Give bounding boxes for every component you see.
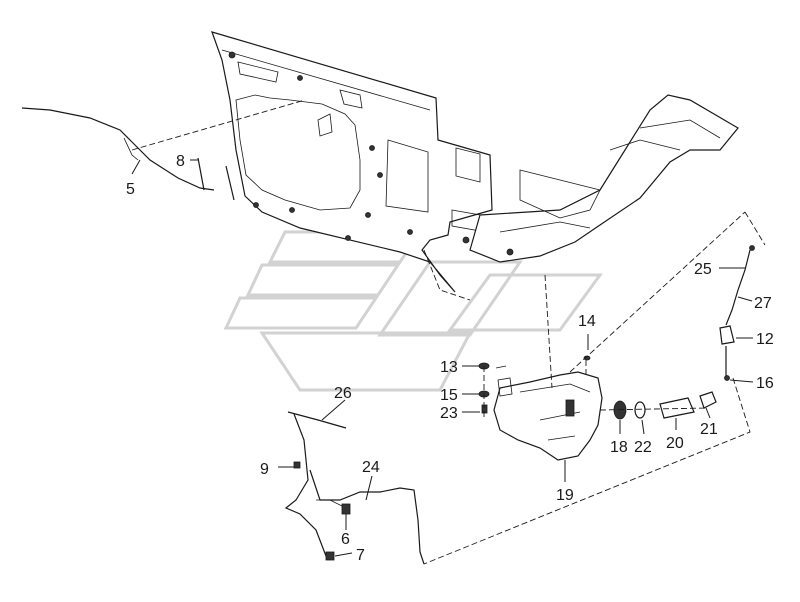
rod-8b: [225, 165, 235, 201]
callout-21: 21: [700, 421, 718, 438]
watermark-logo: [223, 230, 603, 392]
callout-24: 24: [362, 459, 380, 476]
floor-tunnel: [469, 94, 739, 263]
callout-19: 19: [556, 487, 574, 504]
connector-6: [341, 503, 351, 515]
callout-16: 16: [756, 375, 774, 392]
callout-25: 25: [694, 261, 712, 278]
washer-reservoir: [493, 371, 603, 461]
rod-8: [197, 157, 205, 191]
harness-5: [21, 107, 215, 191]
callouts: 5 8 25 27 12 16 14 13 15 23 26 18 22 20 …: [126, 153, 774, 564]
callout-12: 12: [756, 331, 774, 348]
callout-leaders: [131, 159, 754, 557]
callout-26: 26: [334, 385, 352, 402]
callout-27: 27: [754, 295, 772, 312]
pump-parts: [613, 391, 717, 420]
harness-24-branch: [316, 499, 347, 509]
callout-7: 7: [356, 547, 365, 564]
hose-27: [725, 249, 751, 326]
harness-24-main: [309, 469, 425, 565]
callout-9: 9: [260, 461, 269, 478]
callout-14: 14: [578, 313, 596, 330]
check-valve-12: [719, 325, 735, 345]
harness-5-branch: [123, 137, 139, 161]
callout-8: 8: [176, 153, 185, 170]
connector-7: [325, 551, 335, 561]
harness-24: [284, 413, 331, 561]
callout-13: 13: [440, 359, 458, 376]
callout-15: 15: [440, 387, 458, 404]
callout-22: 22: [634, 439, 652, 456]
callout-5: 5: [126, 181, 135, 198]
harness-26: [287, 411, 347, 429]
callout-20: 20: [666, 435, 684, 452]
callout-23: 23: [440, 405, 458, 422]
assembly-lines: [131, 99, 766, 565]
callout-6: 6: [341, 531, 350, 548]
firewall-panel: [211, 31, 493, 293]
connector-9: [293, 461, 301, 469]
callout-18: 18: [610, 439, 628, 456]
